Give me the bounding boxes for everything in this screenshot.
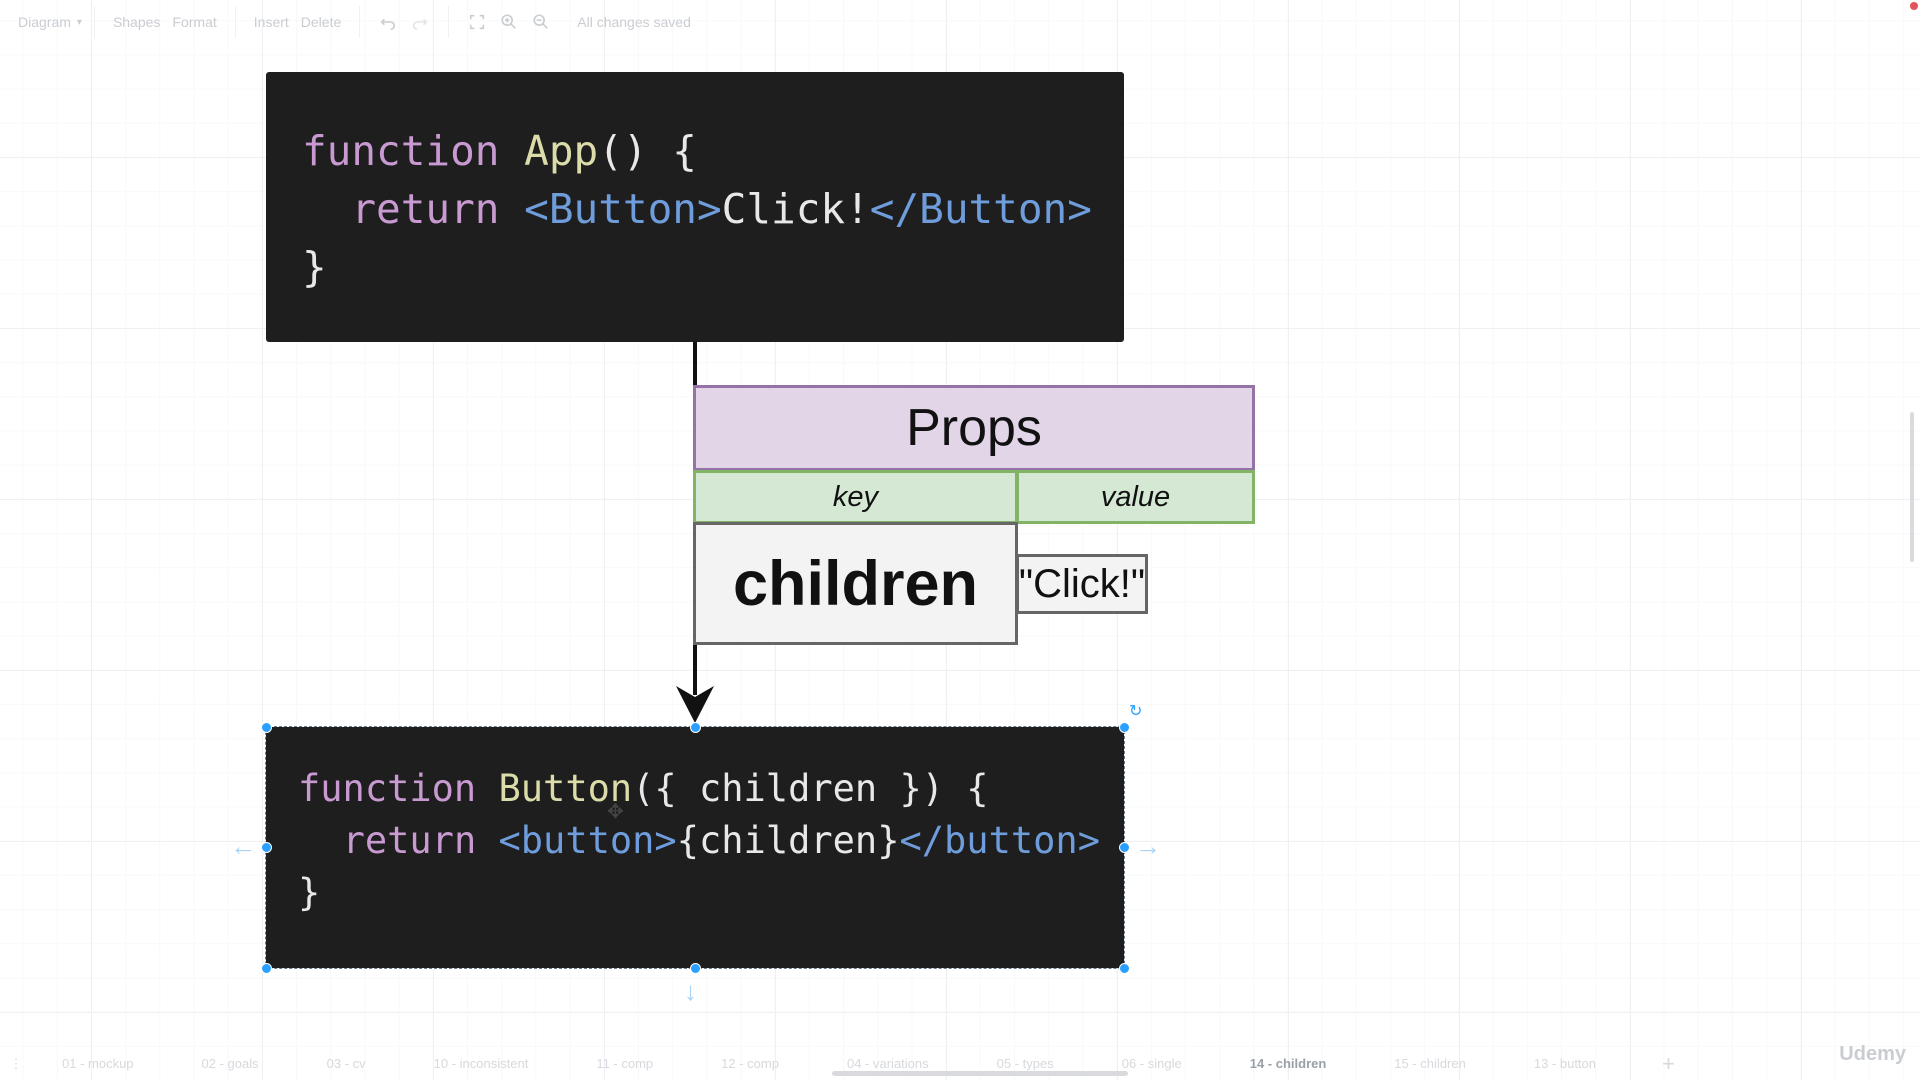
code-close-tag: </Button> [869, 185, 1092, 233]
move-cursor-icon: ✥ [607, 801, 624, 823]
zoom-out-icon[interactable] [530, 11, 552, 33]
page-tab[interactable]: 10 - inconsistent [433, 1056, 529, 1071]
page-tab[interactable]: 02 - goals [201, 1056, 259, 1071]
add-page-icon[interactable]: + [1662, 1050, 1675, 1076]
delete-button[interactable]: Delete [300, 14, 342, 30]
page-tab[interactable]: 03 - cv [326, 1056, 366, 1071]
toolbar-group-edit: Insert Delete [236, 6, 361, 38]
toolbar: Diagram ▾ Shapes Format Insert Delete Al… [0, 0, 1920, 44]
connector-line [693, 645, 697, 695]
page-tab[interactable]: 01 - mockup [62, 1056, 134, 1071]
page-tab[interactable]: 15 - children [1394, 1056, 1466, 1071]
fullscreen-icon[interactable] [466, 11, 488, 33]
code-keyword: return [342, 819, 477, 862]
code-keyword: return [351, 185, 500, 233]
resize-handle-top-left[interactable] [261, 722, 272, 733]
app-code-line-2: return <Button>Click!</Button> [302, 180, 1124, 238]
toolbar-group-history [360, 6, 450, 38]
code-text: () { [598, 127, 697, 175]
udemy-watermark: Udemy [1839, 1043, 1906, 1065]
insert-button[interactable]: Insert [253, 14, 289, 30]
code-keyword: function [302, 127, 500, 175]
connect-arrow-down-icon[interactable]: ↓ [684, 976, 697, 1006]
code-open-tag: <button> [498, 819, 677, 862]
toolbar-group-panels: Shapes Format [95, 6, 236, 38]
resize-handle-top[interactable] [690, 722, 701, 733]
app-code-block[interactable]: function App() { return <Button>Click!</… [266, 72, 1124, 342]
props-value-header[interactable]: value [1016, 470, 1255, 524]
page-tab[interactable]: 06 - single [1121, 1056, 1182, 1071]
undo-icon[interactable] [377, 11, 399, 33]
button-code-block[interactable]: function Button({ children }) { return <… [265, 726, 1125, 969]
save-status: All changes saved [577, 14, 691, 30]
resize-handle-top-right[interactable] [1119, 722, 1130, 733]
page-tab[interactable]: 12 - comp [721, 1056, 779, 1071]
code-keyword: function [298, 767, 477, 810]
resize-handle-bottom-right[interactable] [1119, 963, 1130, 974]
app-code-line-1: function App() { [302, 122, 1124, 180]
code-text: ({ children }) { [632, 767, 989, 810]
page-tab[interactable]: 04 - variations [846, 1056, 929, 1071]
code-function-name: App [524, 127, 599, 175]
rotate-icon[interactable]: ↻ [1129, 703, 1143, 720]
connector-line [693, 342, 697, 385]
button-code-line-1: function Button({ children }) { [298, 763, 1124, 815]
redo-icon[interactable] [409, 11, 431, 33]
zoom-in-icon[interactable] [498, 11, 520, 33]
resize-handle-left[interactable] [261, 842, 272, 853]
format-button[interactable]: Format [172, 14, 217, 30]
arrowhead-icon [676, 686, 714, 723]
code-text: } [298, 871, 321, 914]
page-tabs-bar: ⋮ 01 - mockup 02 - goals 03 - cv 10 - in… [0, 1047, 1920, 1080]
props-key-header[interactable]: key [693, 470, 1018, 524]
button-code-line-2: return <button>{children}</button> [298, 815, 1124, 867]
page-tab[interactable]: 13 - button [1533, 1056, 1596, 1071]
connect-arrow-right-icon[interactable]: → [1135, 831, 1161, 861]
horizontal-scrollbar[interactable] [832, 1071, 1128, 1076]
code-function-name: Button [498, 767, 633, 810]
resize-handle-bottom-left[interactable] [261, 963, 272, 974]
page-tab[interactable]: 05 - types [996, 1056, 1054, 1071]
button-code-line-3: } [298, 867, 1124, 919]
toolbar-group-diagram: Diagram ▾ [0, 6, 95, 38]
props-value-cell[interactable]: "Click!" [1016, 554, 1148, 614]
code-text: } [302, 243, 327, 291]
pages-menu-icon[interactable]: ⋮ [9, 1055, 23, 1071]
notification-dot [1910, 2, 1918, 10]
app-code-line-3: } [302, 238, 1124, 296]
connect-arrow-left-icon[interactable]: ← [230, 831, 256, 861]
chevron-down-icon: ▾ [76, 16, 82, 28]
resize-handle-bottom[interactable] [690, 963, 701, 974]
toolbar-group-view: All changes saved [449, 6, 703, 38]
shapes-button[interactable]: Shapes [112, 14, 161, 30]
resize-handle-right[interactable] [1119, 842, 1130, 853]
props-title[interactable]: Props [693, 385, 1255, 471]
code-text: {children} [676, 819, 900, 862]
code-open-tag: <Button> [524, 185, 722, 233]
code-close-tag: </button> [899, 819, 1100, 862]
code-text: Click! [721, 185, 870, 233]
page-tab[interactable]: 11 - comp [596, 1056, 654, 1071]
vertical-scrollbar[interactable] [1910, 412, 1914, 562]
props-key-cell[interactable]: children [693, 522, 1018, 645]
diagram-menu[interactable]: Diagram [18, 14, 71, 30]
page-tab-active[interactable]: 14 - children [1249, 1056, 1327, 1071]
